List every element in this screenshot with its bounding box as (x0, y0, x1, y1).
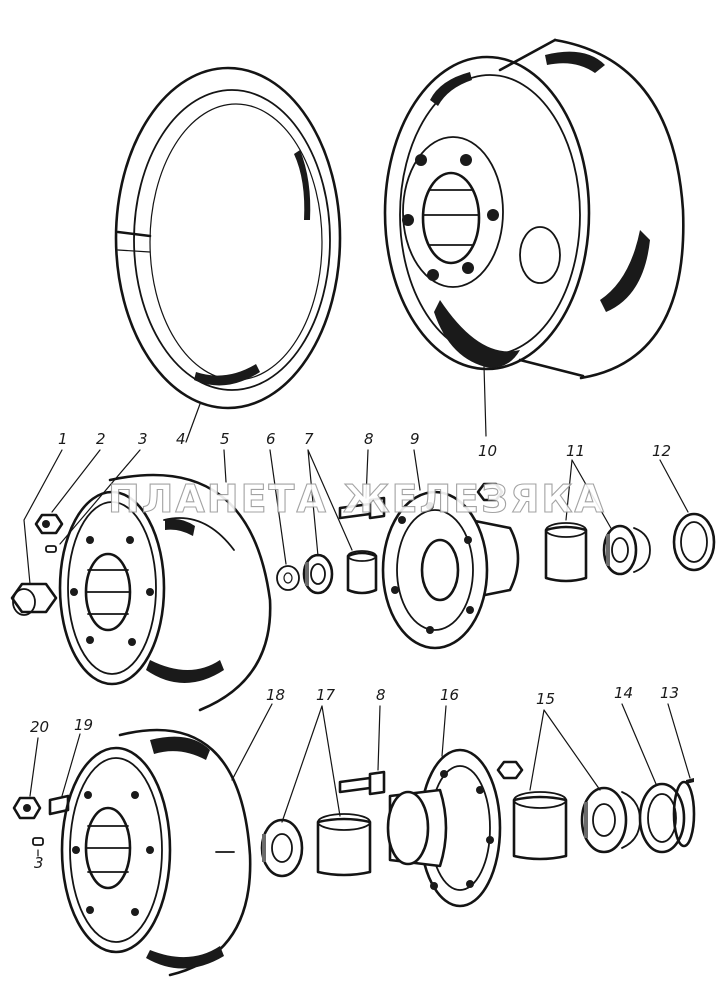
pin-part-3-top (45, 545, 57, 553)
callout-9: 9 (410, 430, 420, 448)
hub-nut-part-1 (10, 582, 58, 616)
outer-bearing-part-7 (302, 550, 378, 595)
callout-10: 10 (478, 442, 497, 460)
pin-part-3-bottom (32, 837, 44, 846)
wheel-rim-part-10 (383, 38, 685, 380)
callout-1: 1 (58, 430, 68, 448)
callout-numbers: 1 2 3 4 5 6 7 8 9 10 11 12 20 19 3 18 17… (30, 430, 679, 872)
callout-20: 20 (30, 718, 49, 736)
callout-8-top: 8 (364, 430, 374, 448)
callout-13: 13 (660, 684, 679, 702)
callout-12: 12 (652, 442, 671, 460)
brake-drum-part-5 (58, 473, 272, 712)
wheel-stud-part-8-top (338, 496, 386, 520)
callout-2: 2 (96, 430, 106, 448)
lock-ring-part-4 (114, 66, 342, 410)
callout-17: 17 (316, 686, 336, 704)
callout-7: 7 (304, 430, 314, 448)
wheel-stud-part-8-bottom (338, 770, 386, 796)
callout-3-bottom: 3 (34, 854, 44, 872)
wheel-nut-part-20 (12, 796, 42, 820)
seal-part-14 (638, 782, 686, 854)
washer-part-6 (276, 565, 300, 591)
callout-14: 14 (614, 684, 633, 702)
callout-15: 15 (536, 690, 555, 708)
wheel-stud-part-19 (48, 794, 70, 816)
outer-bearing-part-17 (260, 813, 372, 878)
leader-lines (23, 365, 691, 857)
wheel-nut-part-2 (34, 513, 64, 535)
oil-seal-part-12 (672, 512, 716, 572)
callout-11: 11 (566, 442, 585, 460)
callout-8-bottom: 8 (376, 686, 386, 704)
callout-3-top: 3 (138, 430, 148, 448)
wheel-hub-part-9 (381, 482, 520, 650)
inner-bearing-part-15 (512, 786, 641, 861)
callout-19: 19 (74, 716, 93, 734)
wheel-hub-part-16 (386, 748, 524, 908)
callout-18: 18 (266, 686, 285, 704)
callout-16: 16 (440, 686, 459, 704)
watermark-text: ПЛАНЕТА ЖЕЛЕЗЯКА (108, 477, 606, 521)
callout-6: 6 (266, 430, 276, 448)
brake-drum-part-18 (60, 728, 252, 977)
inner-bearing-part-11 (544, 522, 651, 583)
callout-4: 4 (176, 430, 186, 448)
ring-part-13 (672, 778, 696, 848)
callout-5: 5 (220, 430, 230, 448)
